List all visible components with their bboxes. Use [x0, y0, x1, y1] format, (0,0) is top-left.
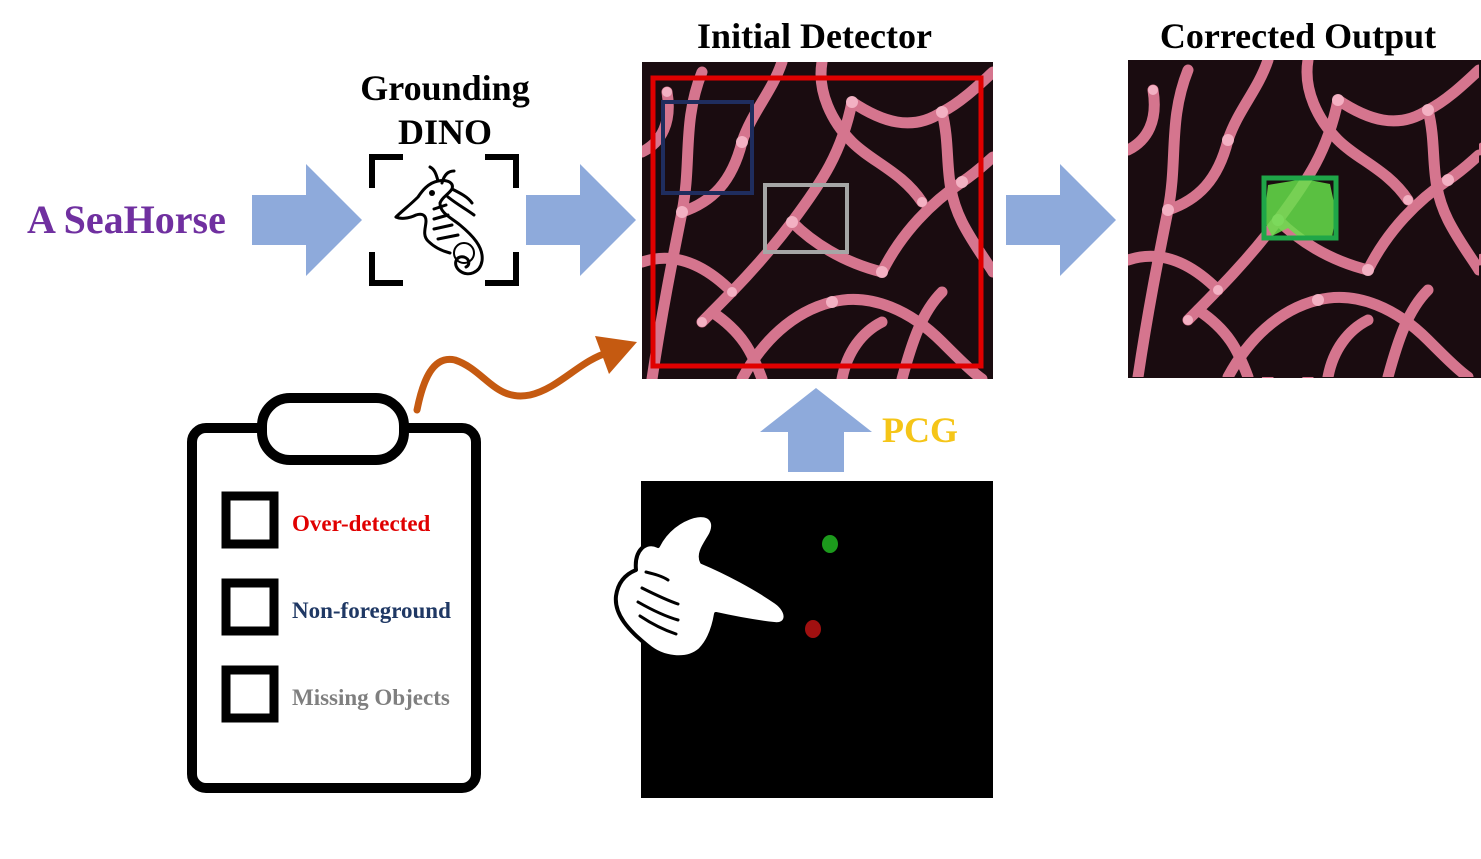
non-foreground-box [661, 100, 754, 195]
arrow-query-to-dino [252, 164, 362, 276]
initial-detector-title: Initial Detector [697, 16, 932, 56]
corrected-box [1261, 175, 1339, 241]
missing-object-box [763, 183, 849, 254]
seahorse-icon [369, 154, 519, 286]
curved-arrow [413, 336, 637, 414]
negative-click [805, 620, 821, 638]
initial-detector-image [642, 62, 993, 379]
segmentation-mask [1264, 179, 1336, 238]
checkbox-missing-objects[interactable] [221, 665, 279, 723]
checklist-item-non-foreground: Non-foreground [292, 598, 451, 623]
pcg-label: PCG [882, 410, 958, 450]
checklist-clipboard-icon [187, 393, 481, 793]
corrected-output-title: Corrected Output [1159, 16, 1437, 56]
positive-click [822, 535, 838, 553]
over-detected-box [650, 75, 984, 369]
checklist-item-missing-objects: Missing Objects [292, 685, 450, 710]
pointing-hand-icon [613, 513, 788, 660]
checkbox-over-detected[interactable] [221, 491, 279, 549]
grounding-title-line2: DINO [397, 112, 492, 152]
checklist-item-over-detected: Over-detected [292, 511, 431, 536]
click-points [805, 535, 838, 638]
query-text: A SeaHorse [27, 197, 226, 242]
corrected-output-image [1128, 60, 1481, 378]
arrow-pcg-up [760, 388, 872, 472]
arrow-dino-to-detector [526, 164, 636, 276]
checkbox-non-foreground[interactable] [221, 578, 279, 636]
arrow-detector-to-output [1006, 164, 1116, 276]
grounding-title-line1: Grounding [360, 68, 530, 108]
grounding-dino-title: Grounding DINO [340, 66, 550, 154]
